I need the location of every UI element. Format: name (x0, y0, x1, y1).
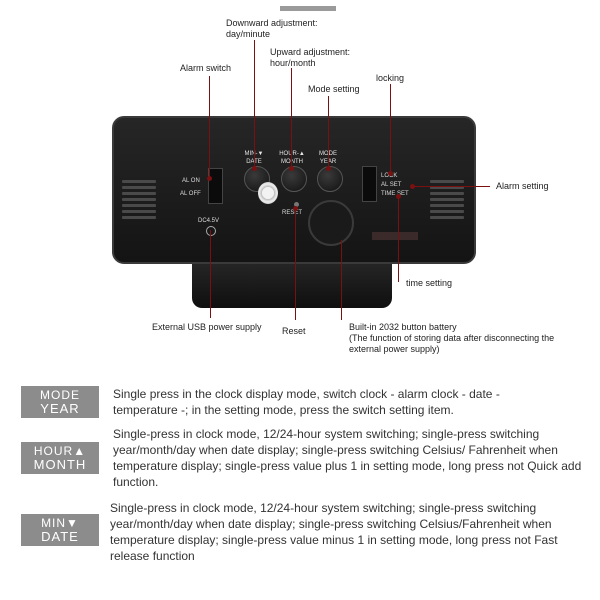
top-bar (280, 6, 336, 11)
right-vent (430, 180, 464, 224)
hour-month-badge: HOUR▲MONTH (21, 442, 99, 474)
callout-usb-power: External USB power supply (152, 322, 262, 332)
min-date-badge: MIN▼DATE (21, 514, 99, 546)
reset-button[interactable] (294, 202, 299, 207)
callout-downward: Downward adjustment: day/minute (226, 18, 318, 39)
alarm-switch[interactable] (208, 168, 223, 204)
callout-time-setting: time setting (406, 278, 453, 288)
sticker-icon (258, 182, 278, 204)
left-vent (122, 180, 156, 224)
min-description: Single-press in clock mode, 12/24-hour s… (110, 501, 558, 563)
usb-port (206, 226, 216, 236)
callout-alarm-setting: Alarm setting (496, 181, 549, 191)
hour-month-button[interactable] (281, 166, 307, 192)
min-date-button[interactable] (244, 166, 270, 192)
callout-mode-setting: Mode setting (308, 84, 360, 94)
hour-month-label: HOUR-▲MONTH (279, 151, 305, 165)
time-set-label: TIME SET (381, 191, 409, 197)
callout-alarm-switch: Alarm switch (180, 63, 232, 73)
al-on-label: AL ON (182, 178, 200, 184)
label-plate (372, 232, 418, 240)
callout-battery: Built-in 2032 button battery (The functi… (349, 322, 555, 354)
lock-label: LOCK (381, 173, 398, 179)
mode-description: Single press in the clock display mode, … (113, 387, 500, 417)
reset-device-label: RESET (282, 210, 303, 216)
mode-switch[interactable] (362, 166, 377, 202)
callout-locking: locking (376, 73, 405, 83)
callout-reset: Reset (282, 326, 306, 336)
al-set-label: AL SET (381, 182, 402, 188)
hour-description: Single-press in clock mode, 12/24-hour s… (113, 427, 582, 489)
battery-cover (308, 200, 354, 246)
al-off-label: AL OFF (180, 191, 201, 197)
callout-upward: Upward adjustment: hour/month (270, 47, 351, 68)
dc-label: DC4.5V (198, 218, 220, 224)
